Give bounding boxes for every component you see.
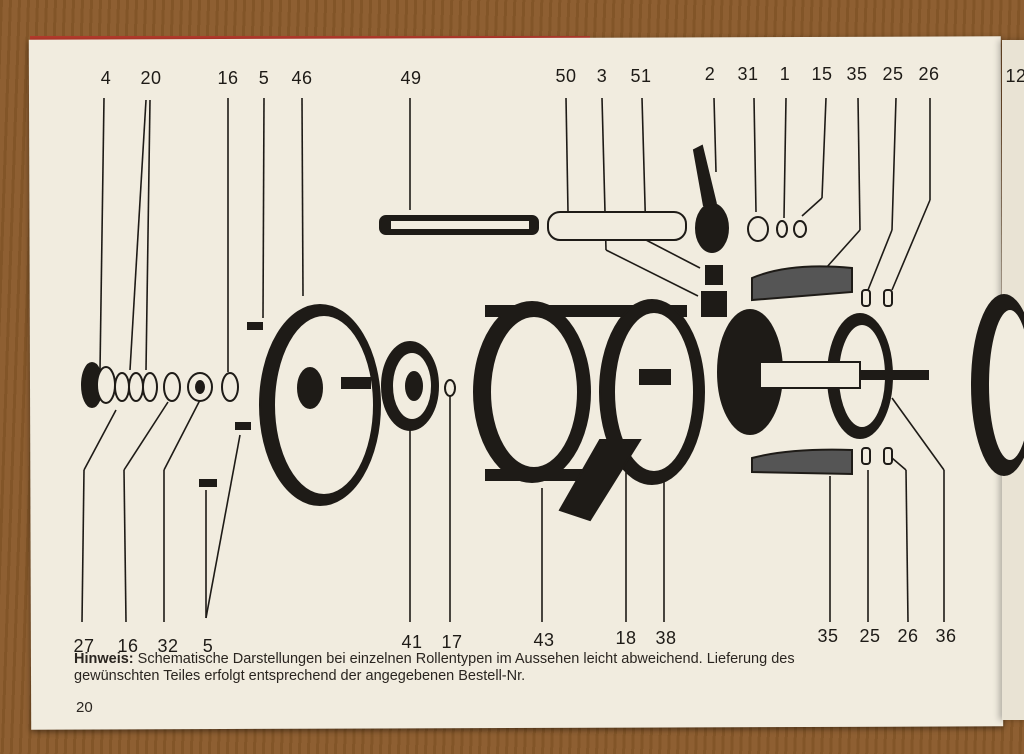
note-line-2: gewünschten Teiles erfolgt entsprechend … <box>74 668 526 684</box>
part-label-5: 5 <box>258 68 270 88</box>
part-label-15: 15 <box>811 64 833 84</box>
part-label-2: 2 <box>704 64 716 84</box>
part-label-51: 51 <box>630 66 652 86</box>
part-label-41: 41 <box>401 632 423 652</box>
part-label-16: 16 <box>217 68 239 88</box>
part-label-31: 31 <box>737 64 759 84</box>
note-paragraph: Hinweis: Schematische Darstellungen bei … <box>74 651 999 685</box>
part-label-20: 20 <box>140 68 162 88</box>
part-label-17: 17 <box>441 632 463 652</box>
part-label-1: 1 <box>779 64 791 84</box>
part-label-49: 49 <box>400 68 422 88</box>
part-label-43: 43 <box>533 630 555 650</box>
part-label-16-bottom: 16 <box>117 636 139 656</box>
part-label-12: 12 <box>1005 66 1024 86</box>
part-label-18: 18 <box>615 628 637 648</box>
part-label-27: 27 <box>73 636 95 656</box>
part-label-3: 3 <box>596 66 608 86</box>
part-label-50: 50 <box>555 66 577 86</box>
part-label-25-bottom: 25 <box>859 626 881 646</box>
part-label-36: 36 <box>935 626 957 646</box>
part-label-26-bottom: 26 <box>897 626 919 646</box>
part-label-32: 32 <box>157 636 179 656</box>
part-label-4: 4 <box>100 68 112 88</box>
part-label-46: 46 <box>291 68 313 88</box>
note-line-1: Schematische Darstellungen bei einzelnen… <box>137 651 795 667</box>
part-label-26: 26 <box>918 64 940 84</box>
note-heading: Hinweis: <box>74 651 134 667</box>
page-number: 20 <box>76 699 93 716</box>
part-label-5-bottom: 5 <box>202 636 214 656</box>
part-label-35: 35 <box>846 64 868 84</box>
part-label-38: 38 <box>655 628 677 648</box>
part-label-25: 25 <box>882 64 904 84</box>
part-label-35-bottom: 35 <box>817 626 839 646</box>
